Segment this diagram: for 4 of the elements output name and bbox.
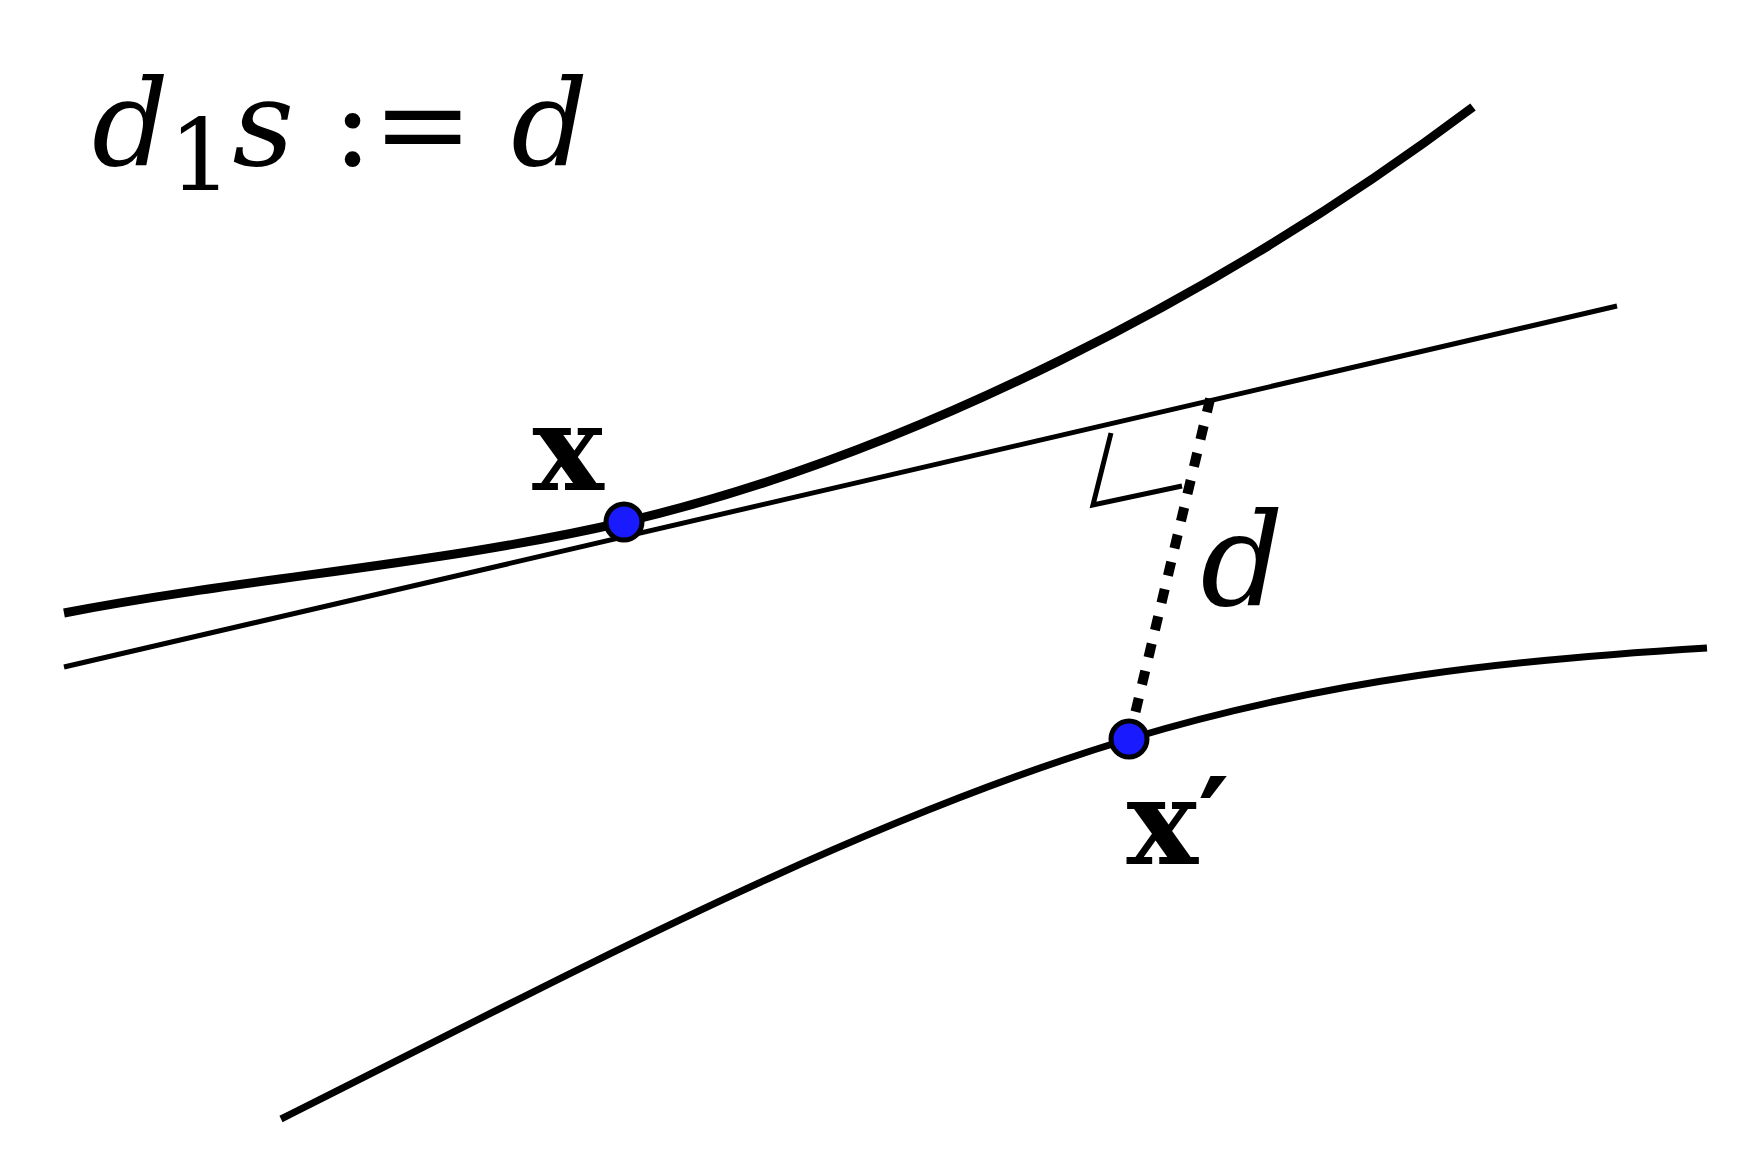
formula-title: d$_{1}$s := d bbox=[92, 53, 589, 216]
point-label: x′ bbox=[1126, 762, 1230, 882]
distance-label: d bbox=[1200, 495, 1284, 625]
point-label: x bbox=[532, 388, 604, 508]
